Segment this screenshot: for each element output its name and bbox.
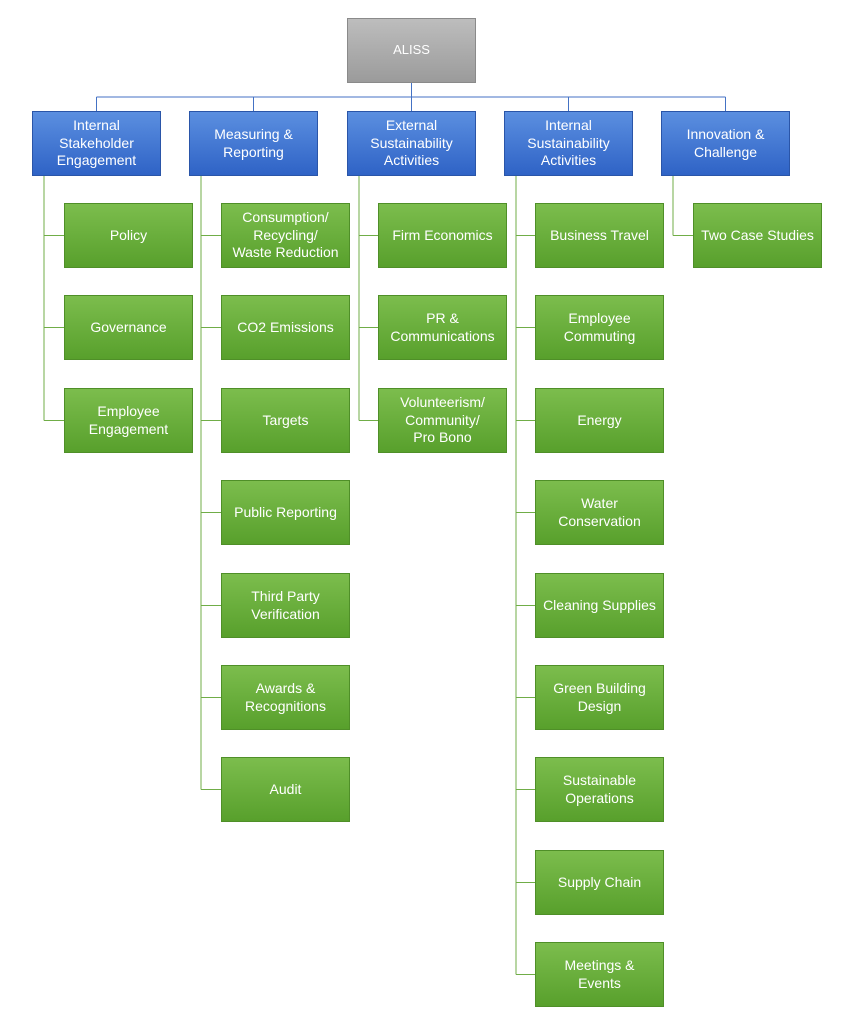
leaf-node: Third Party Verification <box>221 573 350 638</box>
leaf-node: Green Building Design <box>535 665 664 730</box>
leaf-node: Consumption/ Recycling/ Waste Reduction <box>221 203 350 268</box>
leaf-node: Targets <box>221 388 350 453</box>
leaf-node: Firm Economics <box>378 203 507 268</box>
leaf-node: Two Case Studies <box>693 203 822 268</box>
leaf-node: Cleaning Supplies <box>535 573 664 638</box>
leaf-node: Supply Chain <box>535 850 664 915</box>
leaf-node: Governance <box>64 295 193 360</box>
leaf-node: Sustainable Operations <box>535 757 664 822</box>
leaf-node: Employee Commuting <box>535 295 664 360</box>
leaf-node: Awards & Recognitions <box>221 665 350 730</box>
leaf-node: Public Reporting <box>221 480 350 545</box>
leaf-node: Meetings & Events <box>535 942 664 1007</box>
branch-header-measuring-reporting: Measuring & Reporting <box>189 111 318 176</box>
root-node: ALISS <box>347 18 476 83</box>
leaf-node: PR & Communications <box>378 295 507 360</box>
branch-header-internal-sustainability: Internal Sustainability Activities <box>504 111 633 176</box>
leaf-node: Energy <box>535 388 664 453</box>
leaf-node: Employee Engagement <box>64 388 193 453</box>
leaf-node: Policy <box>64 203 193 268</box>
leaf-node: Business Travel <box>535 203 664 268</box>
branch-header-internal-stakeholder: Internal Stakeholder Engagement <box>32 111 161 176</box>
leaf-node: Audit <box>221 757 350 822</box>
leaf-node: Water Conservation <box>535 480 664 545</box>
branch-header-external-sustainability: External Sustainability Activities <box>347 111 476 176</box>
leaf-node: CO2 Emissions <box>221 295 350 360</box>
leaf-node: Volunteerism/ Community/ Pro Bono <box>378 388 507 453</box>
branch-header-innovation-challenge: Innovation & Challenge <box>661 111 790 176</box>
